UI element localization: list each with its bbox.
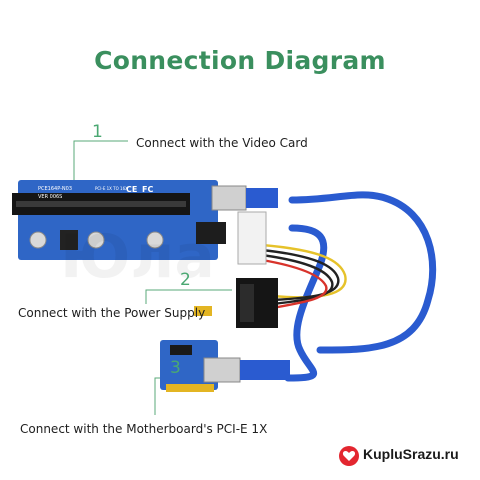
diagram-title: Connection Diagram [94,46,386,75]
fc-mark: FC [142,185,153,194]
leader-line-2 [145,289,232,304]
callout-number-1: 1 [92,122,103,142]
watermark: Юла [60,222,215,292]
riser-board: PCE164P-N03 VER 006S PCI-E 1X TO 16X CE … [12,180,278,265]
board-model-label: PCE164P-N03 [38,186,72,192]
board-version-label: VER 006S [38,194,62,200]
board-usb-port [211,185,247,211]
usb-cable-upper [288,191,437,354]
adapter-usb-port [203,357,241,383]
power-wires [261,243,347,310]
usb-adapter-card [160,306,290,392]
callout-text-video-card: Connect with the Video Card [136,136,308,150]
callout-number-2: 2 [180,270,191,290]
molex-connector [237,211,267,265]
board-marks-label: PCI-E 1X TO 16X [95,186,128,191]
usb-cable [284,191,437,382]
callout-text-power-supply: Connect with the Power Supply [18,306,206,320]
ce-mark: CE [126,185,137,194]
sata-power-connector [236,278,278,328]
callout-number-3: 3 [170,358,181,378]
usb-cable-lower [284,224,328,382]
brand-watermark: KupluSrazu.ru [330,434,480,480]
brand-name: KupluSrazu.ru [363,446,459,462]
leader-line-1 [73,140,128,190]
heart-icon [339,446,359,466]
callout-text-motherboard: Connect with the Motherboard's PCI-E 1X [20,422,268,436]
